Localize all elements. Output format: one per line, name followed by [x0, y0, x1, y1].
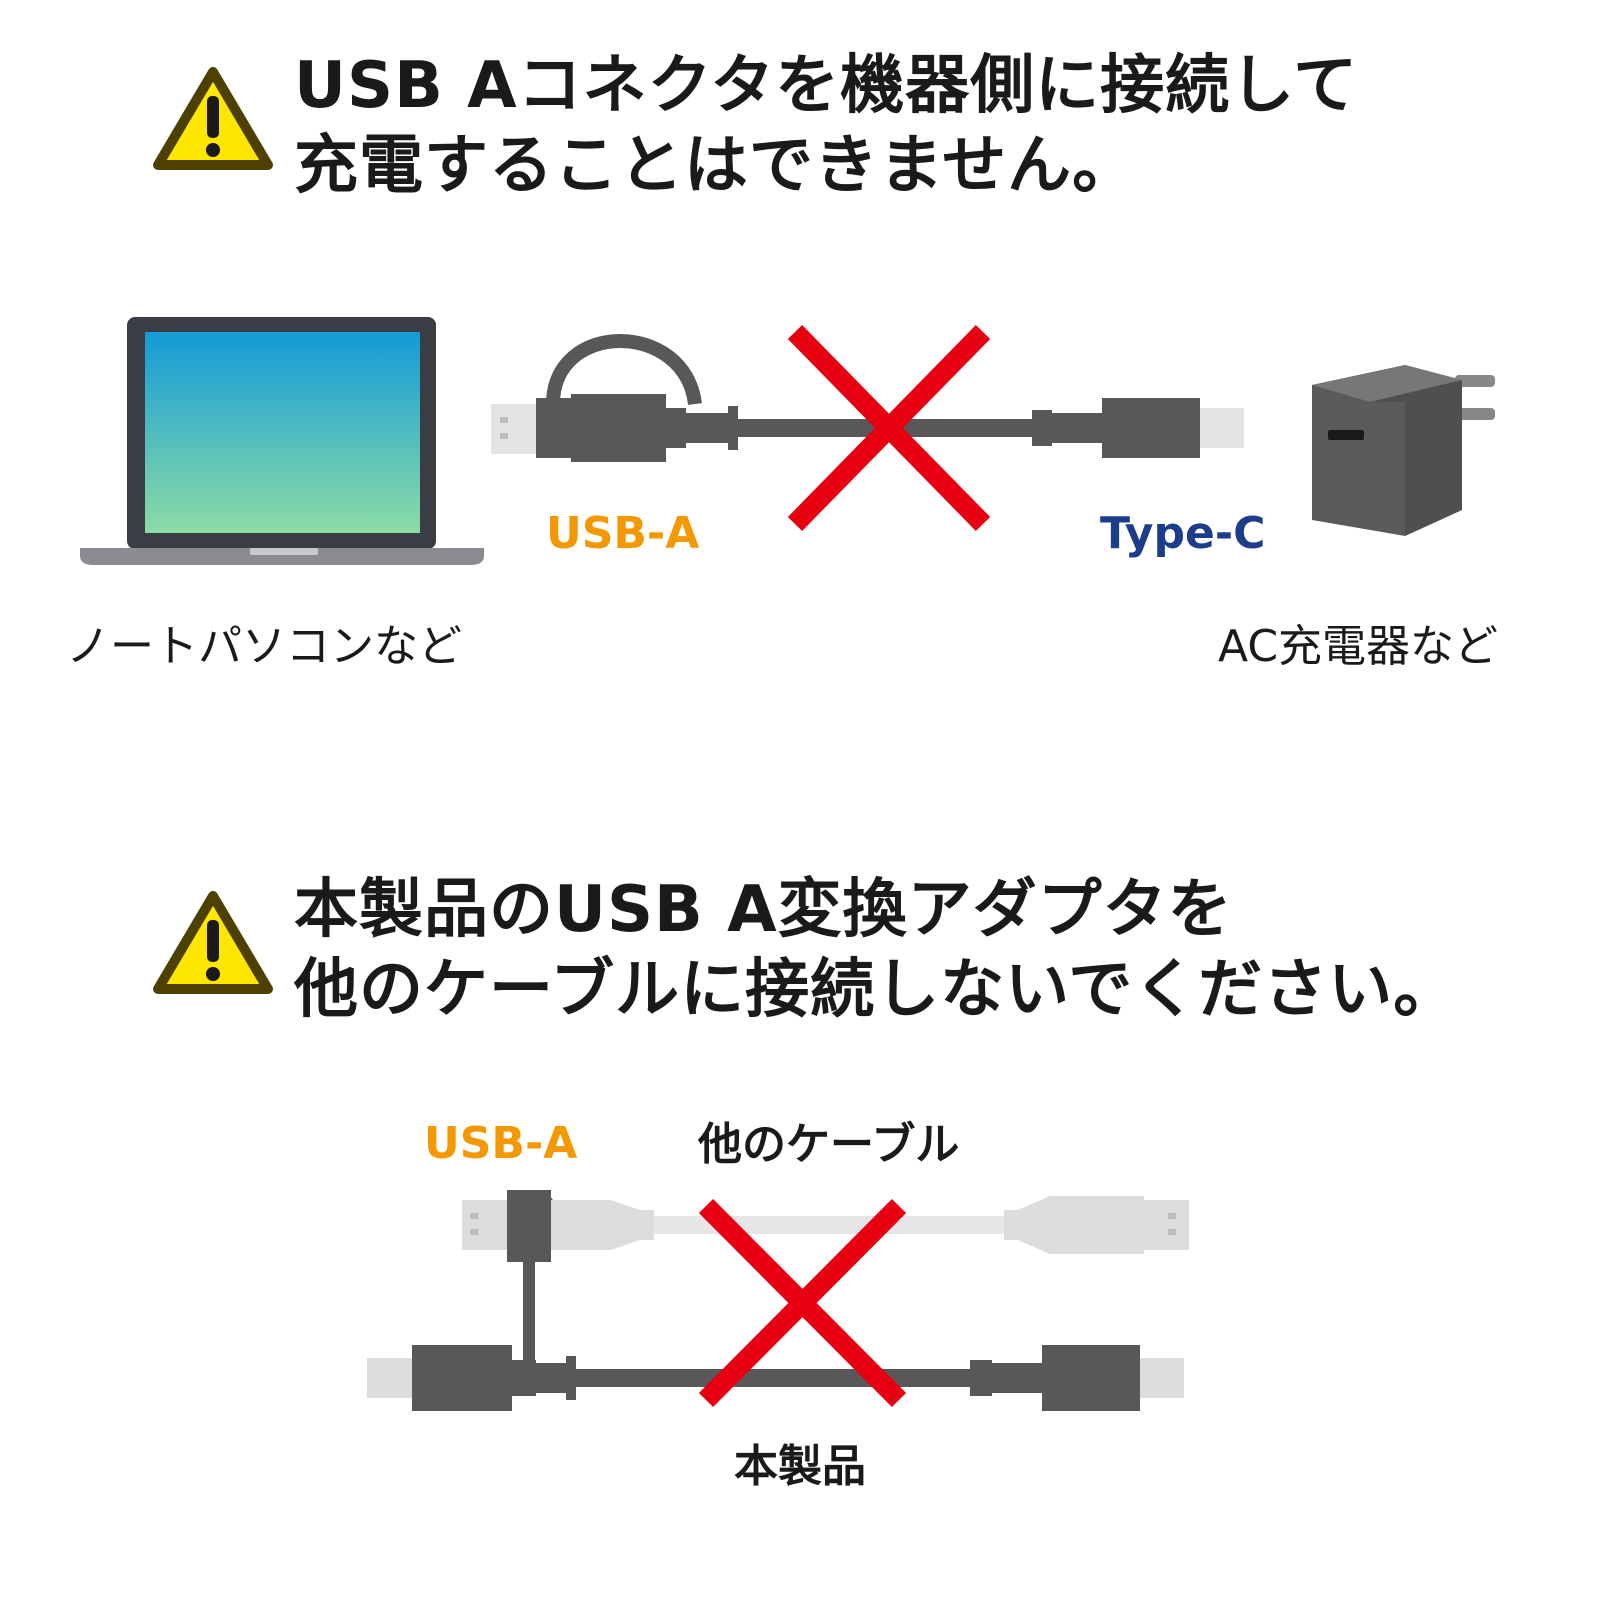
adapter-tether	[523, 1262, 535, 1372]
warning-triangle-icon	[153, 891, 273, 994]
usb-a-label-2: USB-A	[424, 1118, 578, 1169]
warning1-line2: 充電することはできません。	[294, 129, 1138, 203]
other-cable-label: 他のケーブル	[698, 1119, 960, 1170]
warning1-line1: USB Aコネクタを機器側に接続して	[294, 49, 1359, 123]
laptop-caption: ノートパソコンなど	[66, 621, 462, 672]
x-cross-icon	[787, 325, 991, 531]
usb-a-label: USB-A	[546, 508, 700, 559]
ac-charger-icon	[1312, 365, 1495, 536]
product-label: 本製品	[734, 1441, 866, 1492]
charger-caption: AC充電器など	[1218, 621, 1499, 672]
laptop-icon	[80, 317, 484, 565]
other-cable	[462, 1190, 1189, 1262]
warning2-line2: 他のケーブルに接続しないでください。	[294, 953, 1459, 1027]
product-cable	[367, 1345, 1184, 1411]
warning-triangle-icon	[153, 67, 273, 170]
warning2-line1: 本製品のUSB A変換アダプタを	[294, 873, 1233, 947]
x-cross-icon	[698, 1198, 907, 1408]
type-c-label: Type-C	[1100, 508, 1266, 559]
